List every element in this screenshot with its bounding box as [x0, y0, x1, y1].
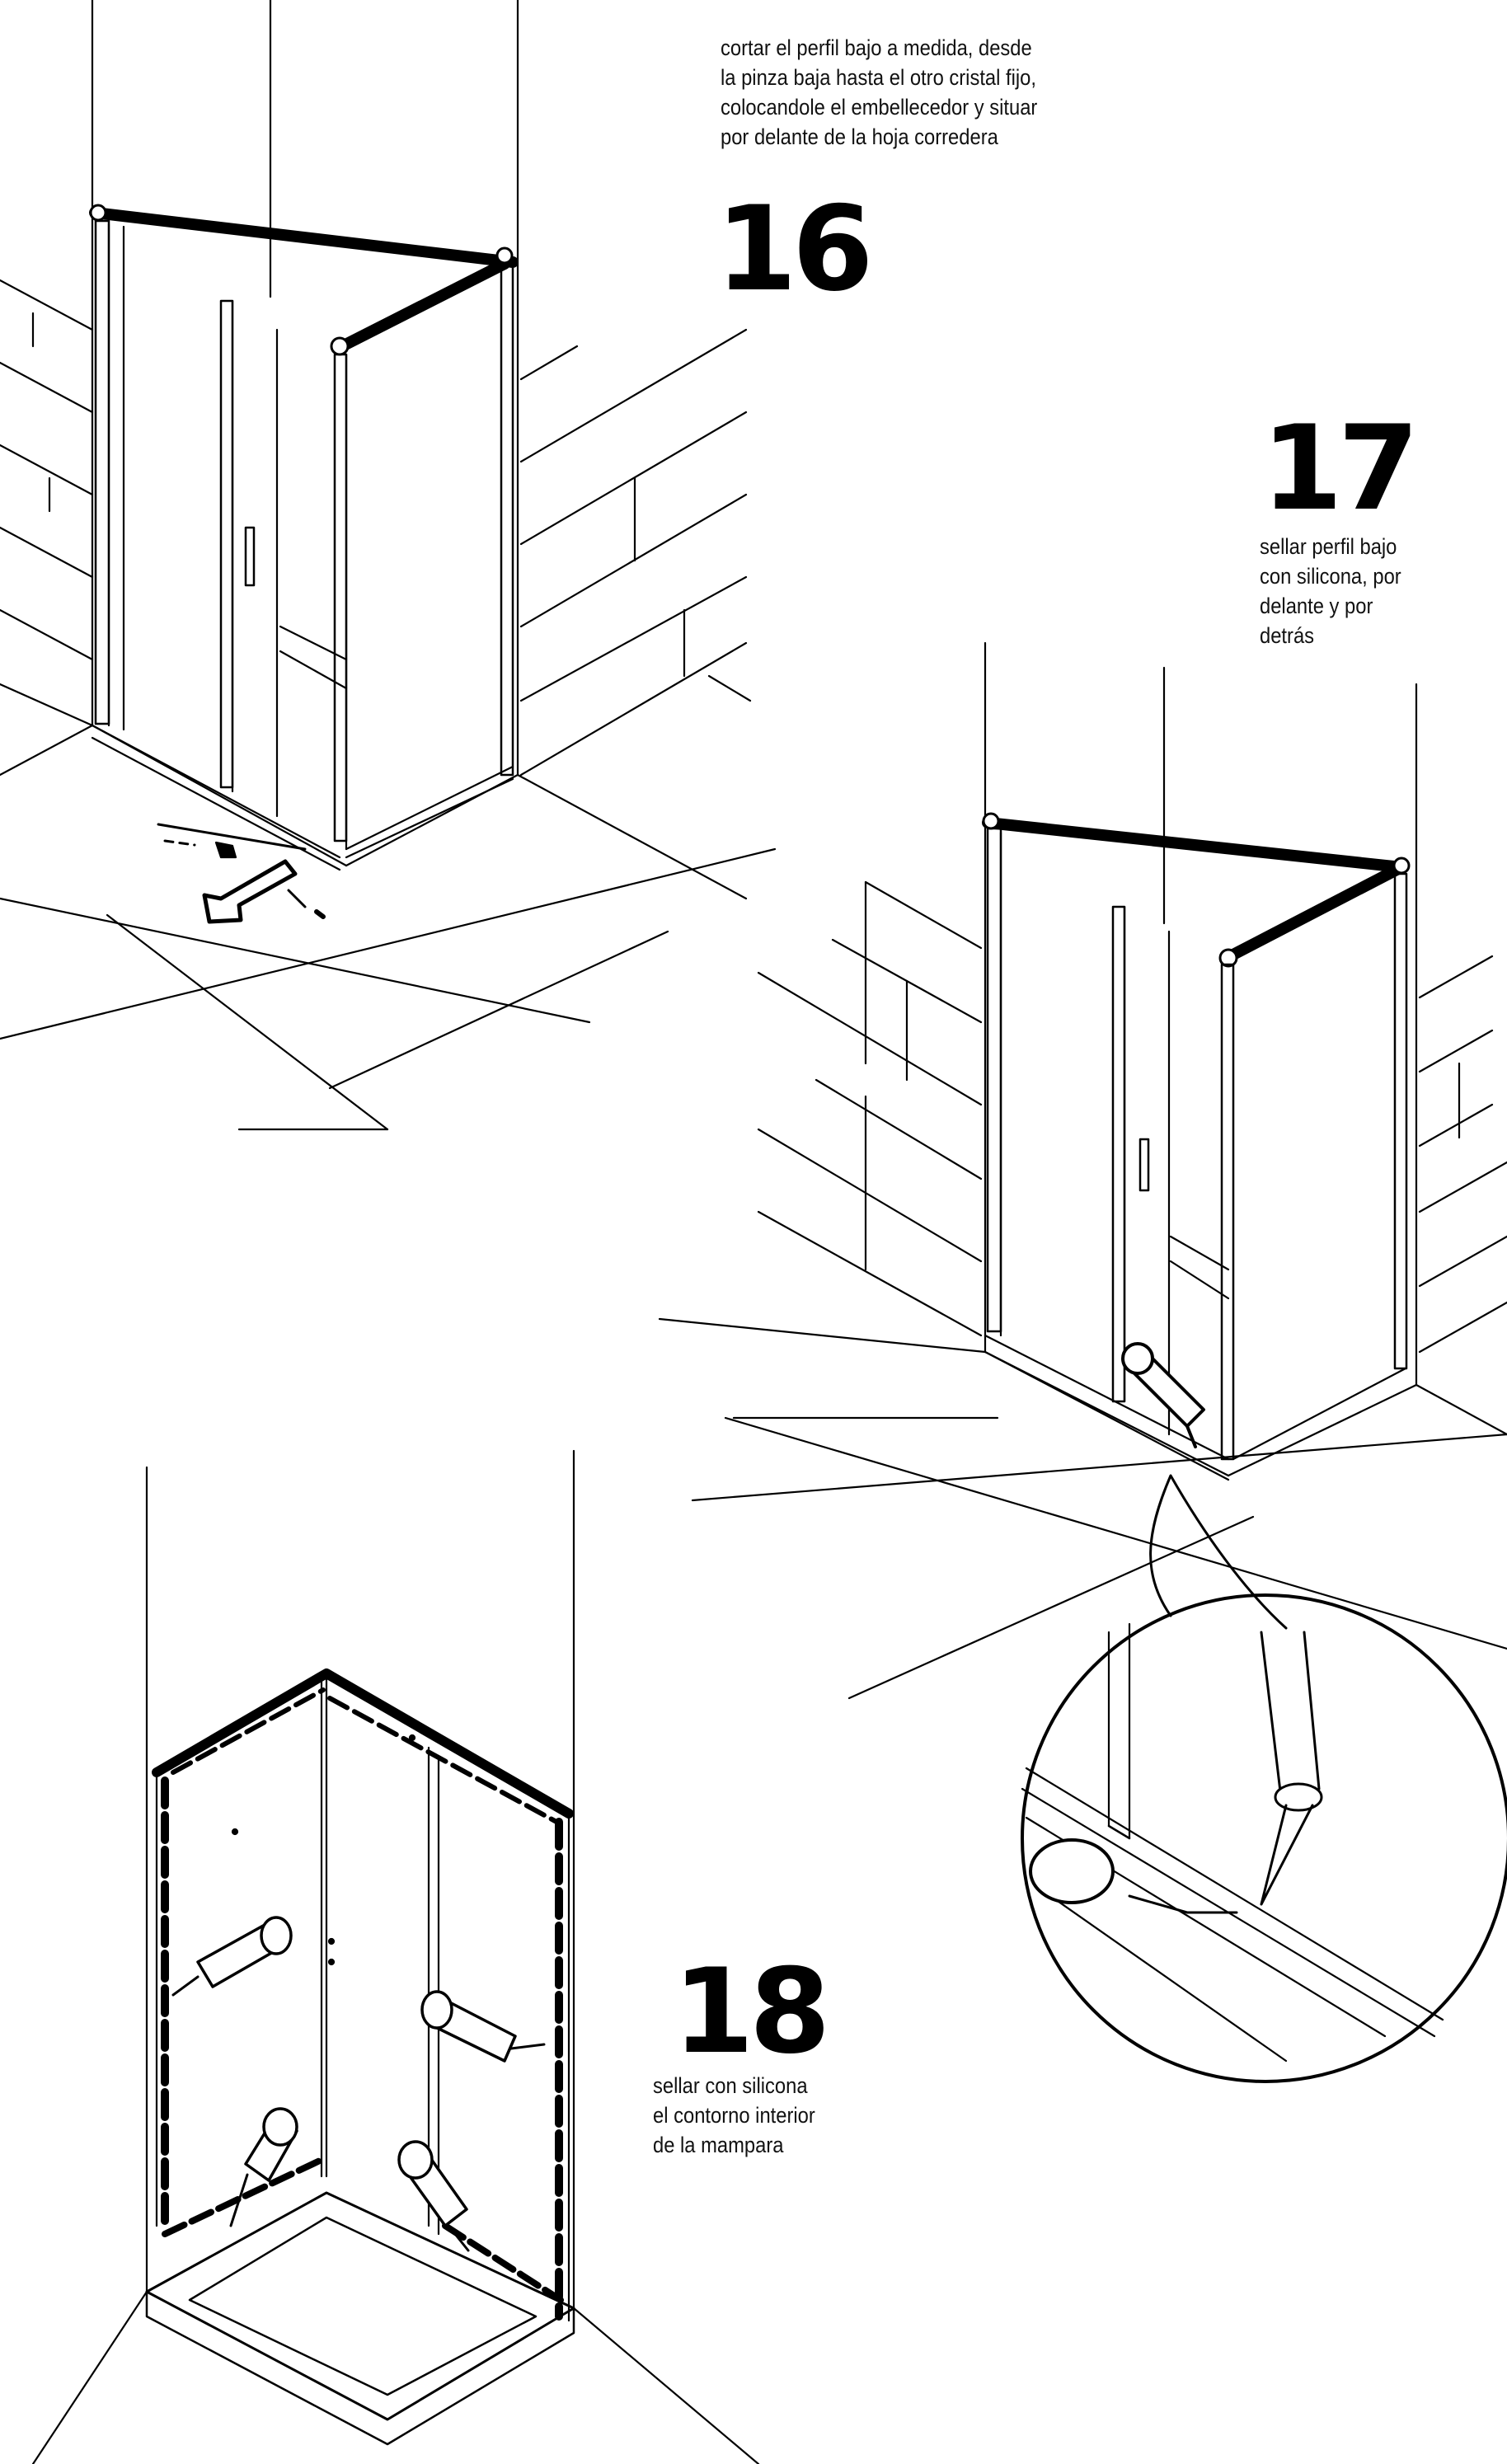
- step-18-caption: sellar con silicona el contorno interior…: [653, 2071, 815, 2160]
- step-17-caption-line: con silicona, por: [1260, 564, 1401, 589]
- step-18-caption-line: el contorno interior: [653, 2103, 815, 2128]
- step-17-caption-line: detrás: [1260, 623, 1315, 648]
- step-18-caption-line: sellar con silicona: [653, 2073, 808, 2098]
- step-17-illustration: [658, 641, 1507, 2083]
- step-16-caption: cortar el perfil bajo a medida, desde la…: [721, 33, 1037, 152]
- step-17-number: 17: [1261, 401, 1420, 537]
- step-16-caption-line: colocandole el embellecedor y situar: [721, 95, 1038, 120]
- step-18-number: 18: [673, 1944, 831, 2080]
- step-16-caption-line: cortar el perfil bajo a medida, desde: [721, 35, 1032, 60]
- step-17-caption-line: delante y por: [1260, 594, 1373, 618]
- step-17-caption: sellar perfil bajo con silicona, por del…: [1260, 532, 1401, 650]
- step-16-caption-line: por delante de la hoja corredera: [721, 124, 998, 149]
- step-16-illustration: [0, 0, 777, 1131]
- step-17-caption-line: sellar perfil bajo: [1260, 534, 1397, 559]
- step-18-illustration: [31, 1449, 760, 2464]
- step-18-caption-line: de la mampara: [653, 2133, 784, 2157]
- step-16-caption-line: la pinza baja hasta el otro cristal fijo…: [721, 65, 1037, 90]
- step-16-number: 16: [716, 181, 874, 317]
